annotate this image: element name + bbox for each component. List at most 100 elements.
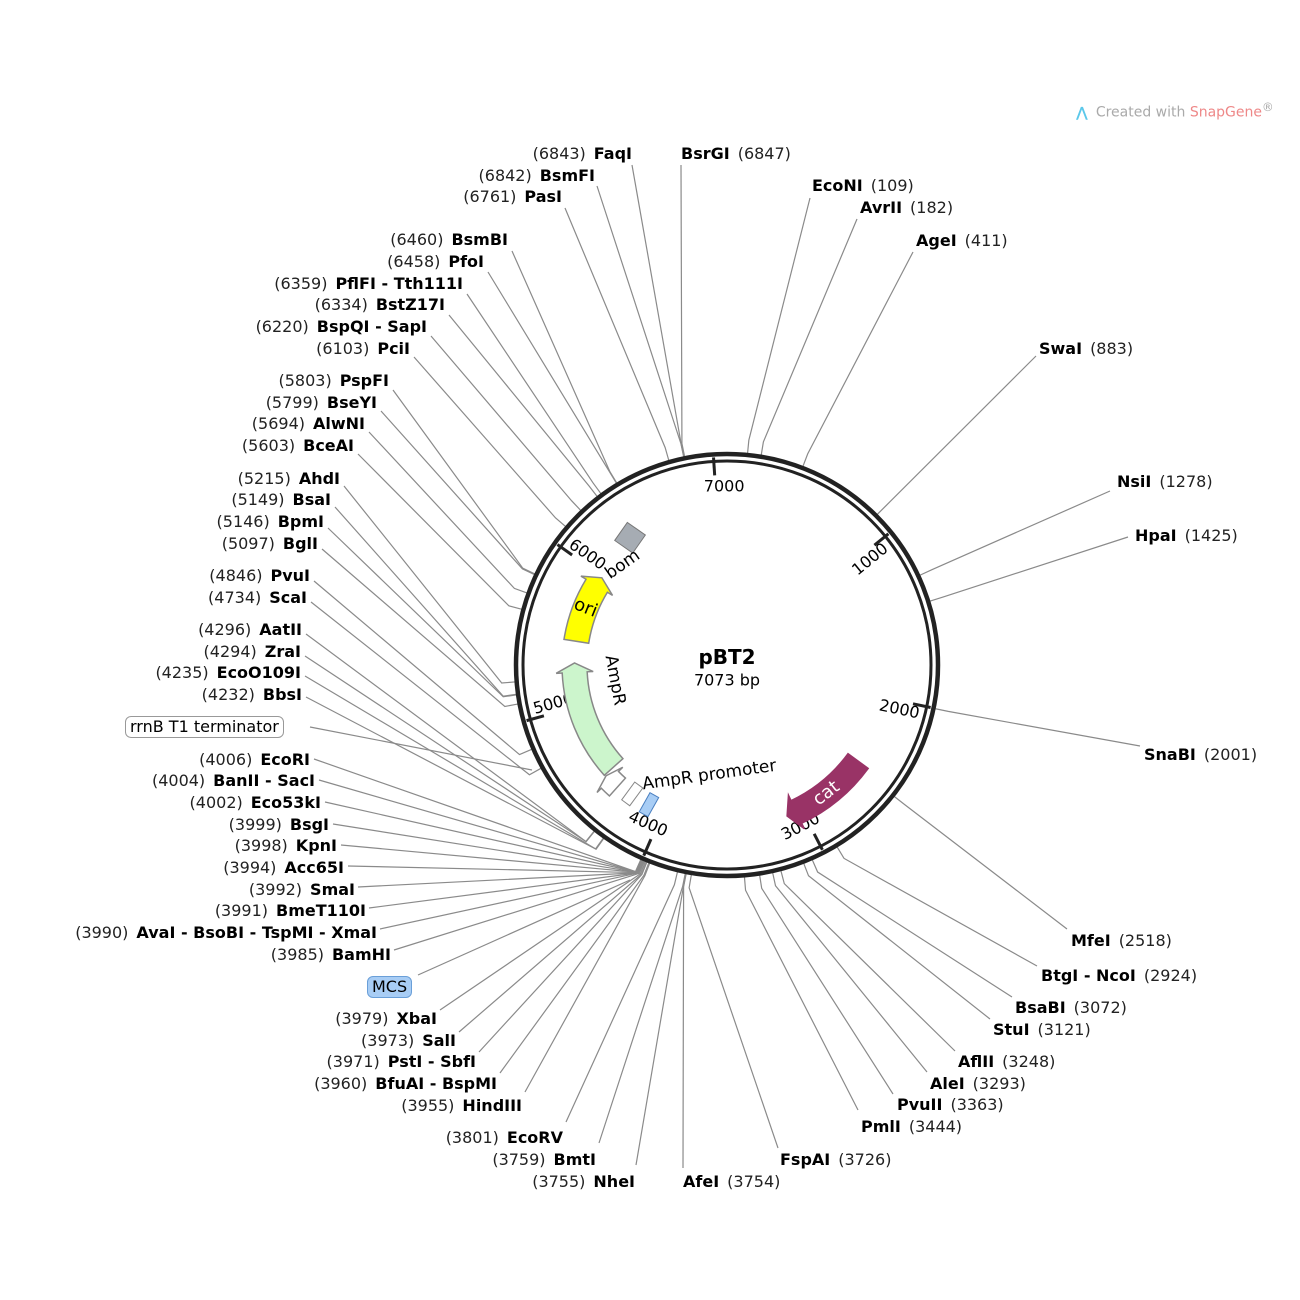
site-position: (4002)	[189, 793, 243, 812]
site-label-sali[interactable]: (3973)SalI	[361, 1031, 456, 1051]
site-label-bmti[interactable]: (3759)BmtI	[492, 1150, 596, 1170]
site-label-bceai[interactable]: (5603)BceAI	[242, 436, 354, 456]
site-label-faqi[interactable]: (6843)FaqI	[533, 144, 632, 164]
site-position: (3801)	[445, 1128, 499, 1147]
snapgene-watermark: ⋀Created with SnapGene®	[1076, 100, 1274, 121]
site-label-pasi[interactable]: (6761)PasI	[463, 187, 562, 207]
site-label-psti-sbfi[interactable]: (3971)PstI - SbfI	[327, 1052, 476, 1072]
site-position: (109)	[870, 176, 914, 195]
site-name: SmaI	[310, 880, 355, 899]
site-position: (3759)	[492, 1150, 546, 1169]
site-label-hpai[interactable]: HpaI(1425)	[1135, 526, 1238, 546]
site-label-fspai[interactable]: FspAI(3726)	[780, 1150, 891, 1170]
feature-label-rrnb-t1-terminator[interactable]: rrnB T1 terminator	[125, 716, 284, 738]
site-label-bstz17i[interactable]: (6334)BstZ17I	[315, 295, 445, 315]
site-name: SnaBI	[1144, 745, 1196, 764]
site-name: PvuII	[897, 1095, 943, 1114]
site-name: EcoNI	[812, 176, 863, 195]
site-label-stui[interactable]: StuI(3121)	[993, 1020, 1091, 1040]
site-label-ecorv[interactable]: (3801)EcoRV	[446, 1128, 563, 1148]
site-label-aatii[interactable]: (4296)AatII	[198, 620, 302, 640]
site-position: (4294)	[203, 642, 257, 661]
site-label-bsrgi[interactable]: BsrGI(6847)	[681, 144, 791, 164]
site-label-kpni[interactable]: (3998)KpnI	[235, 836, 337, 856]
site-label-pflfi-tth111i[interactable]: (6359)PflFI - Tth111I	[274, 274, 463, 294]
site-label-bsmfi[interactable]: (6842)BsmFI	[479, 166, 595, 186]
site-name: PspFI	[339, 371, 389, 390]
site-name: NheI	[593, 1172, 635, 1191]
site-label-avrii[interactable]: AvrII (182)	[860, 198, 953, 218]
site-position: (3979)	[335, 1009, 389, 1028]
site-label-nsii[interactable]: NsiI(1278)	[1117, 472, 1213, 492]
site-name: NsiI	[1117, 472, 1152, 491]
site-label-bfuai-bspmi[interactable]: (3960)BfuAI - BspMI	[314, 1074, 497, 1094]
site-label-aflii[interactable]: AflII(3248)	[958, 1052, 1055, 1072]
site-label-zrai[interactable]: (4294)ZraI	[204, 642, 301, 662]
site-name: AflII	[958, 1052, 995, 1071]
site-label-pvui[interactable]: (4846)PvuI	[209, 566, 310, 586]
site-name: BsaI	[292, 490, 331, 509]
site-label-bbsi[interactable]: (4232)BbsI	[202, 685, 302, 705]
site-leader-line	[357, 860, 644, 888]
site-label-pspfi[interactable]: (5803)PspFI	[278, 371, 389, 391]
site-label-nhei[interactable]: (3755)NheI	[532, 1172, 635, 1192]
site-label-hindiii[interactable]: (3955)HindIII	[401, 1096, 522, 1116]
site-label-snabi[interactable]: SnaBI(2001)	[1144, 745, 1257, 765]
site-label-pcii[interactable]: (6103)PciI	[316, 339, 410, 359]
site-label-agei[interactable]: AgeI(411)	[916, 231, 1008, 251]
site-leader-line	[635, 873, 687, 1166]
site-label-bamhi[interactable]: (3985)BamHI	[271, 945, 391, 965]
site-label-ecoo109i[interactable]: (4235)EcoO109I	[155, 663, 301, 683]
feature-bom	[614, 521, 647, 554]
site-label-bsabi[interactable]: BsaBI(3072)	[1015, 998, 1127, 1018]
site-label-econi[interactable]: EcoNI (109)	[812, 176, 914, 196]
site-label-bgli[interactable]: (5097)BglI	[222, 534, 318, 554]
site-label-pvuii[interactable]: PvuII(3363)	[897, 1095, 1004, 1115]
site-label-alwni[interactable]: (5694)AlwNI	[252, 414, 365, 434]
site-position: (4846)	[209, 566, 263, 585]
site-position: (5149)	[231, 490, 285, 509]
site-name: PflFI - Tth111I	[335, 274, 463, 293]
site-position: (3973)	[361, 1031, 415, 1050]
site-position: (3754)	[727, 1172, 781, 1191]
site-leader-line	[304, 675, 604, 850]
site-label-pfoi[interactable]: (6458)PfoI	[387, 252, 484, 272]
site-leader-line	[324, 801, 642, 873]
site-label-swai[interactable]: SwaI(883)	[1039, 339, 1133, 359]
site-label-eco53ki[interactable]: (4002)Eco53kI	[190, 793, 321, 813]
site-leader-line	[343, 485, 515, 684]
site-label-bspqi-sapi[interactable]: (6220)BspQI - SapI	[256, 317, 427, 337]
rrnb-leader-line	[309, 726, 533, 771]
site-label-ahdi[interactable]: (5215)AhdI	[238, 469, 340, 489]
site-label-bseyi[interactable]: (5799)BseYI	[266, 393, 377, 413]
site-label-btgi-ncoi[interactable]: BtgI - NcoI(2924)	[1041, 966, 1197, 986]
site-label-scai[interactable]: (4734)ScaI	[208, 588, 307, 608]
site-label-pmli[interactable]: PmlI(3444)	[861, 1117, 962, 1137]
site-name: BseYI	[326, 393, 377, 412]
site-name: PmlI	[861, 1117, 901, 1136]
site-leader-line	[919, 490, 1111, 576]
site-label-banii-saci[interactable]: (4004)BanII - SacI	[152, 771, 315, 791]
site-label-afei[interactable]: AfeI(3754)	[683, 1172, 780, 1192]
site-label-acc65i[interactable]: (3994)Acc65I	[223, 858, 344, 878]
site-label-avai-bsobi-tspmi-xmai[interactable]: (3990)AvaI - BsoBI - TspMI - XmaI	[75, 923, 377, 943]
site-position: (3960)	[314, 1074, 368, 1093]
site-label-ecori[interactable]: (4006)EcoRI	[199, 750, 310, 770]
site-leader-line	[598, 873, 686, 1144]
site-label-mfei[interactable]: MfeI(2518)	[1071, 931, 1172, 951]
site-name: AvrII	[860, 198, 903, 217]
site-label-bpmi[interactable]: (5146)BpmI	[217, 512, 324, 532]
site-label-smai[interactable]: (3992)SmaI	[249, 880, 355, 900]
site-label-alei[interactable]: AleI(3293)	[930, 1074, 1026, 1094]
site-label-xbai[interactable]: (3979)XbaI	[335, 1009, 437, 1029]
site-label-bsmbi[interactable]: (6460)BsmBI	[390, 230, 508, 250]
tick-mark	[873, 532, 890, 547]
site-leader-line	[772, 872, 928, 1073]
site-position: (6843)	[532, 144, 586, 163]
site-label-bsgi[interactable]: (3999)BsgI	[229, 815, 329, 835]
feature-label-mcs[interactable]: MCS	[367, 976, 413, 998]
site-label-bmet110i[interactable]: (3991)BmeT110I	[215, 901, 366, 921]
site-position: (182)	[910, 198, 954, 217]
site-label-bsai[interactable]: (5149) BsaI	[231, 490, 331, 510]
